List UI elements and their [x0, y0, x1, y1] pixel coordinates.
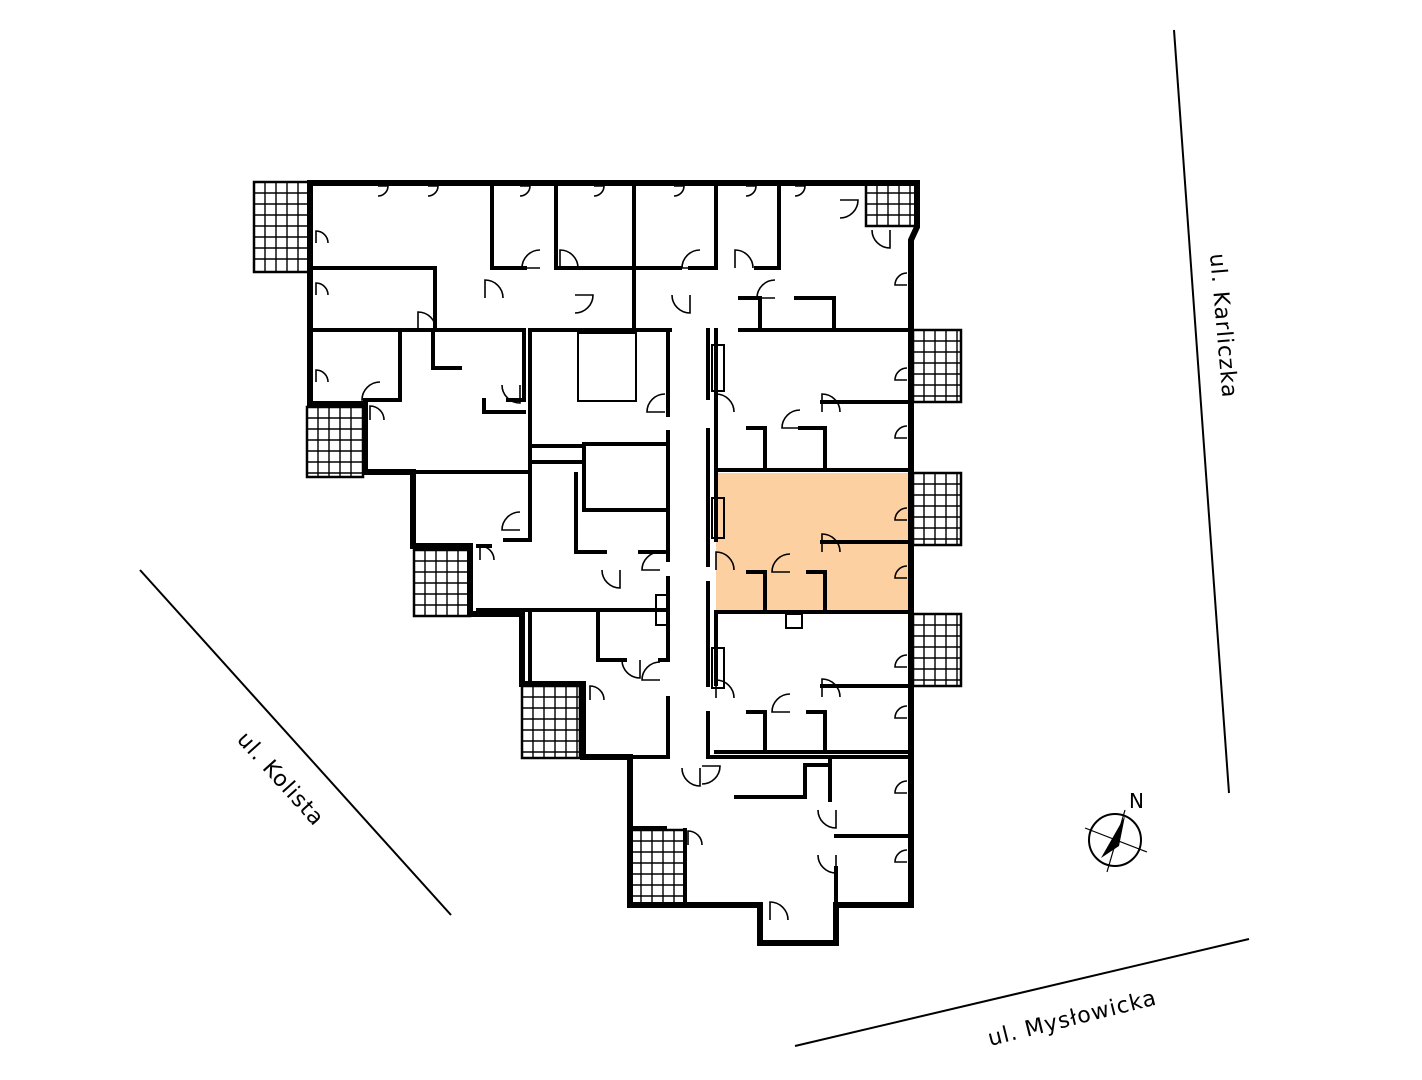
door-swing	[521, 249, 541, 269]
door-swing	[501, 384, 521, 404]
door-swing	[589, 685, 605, 701]
door-swing	[894, 425, 908, 439]
door-swing	[479, 545, 495, 561]
balcony-frame	[520, 684, 582, 760]
door-swing	[745, 185, 757, 197]
balcony-5	[520, 684, 582, 760]
door-swing	[593, 185, 605, 197]
door-swing	[771, 553, 791, 573]
street-line-karliczka	[1173, 29, 1230, 794]
door-swing	[821, 533, 841, 553]
door-swing	[681, 767, 701, 787]
door-swing	[484, 279, 504, 299]
balcony-6	[628, 828, 687, 907]
door-swing	[361, 381, 381, 401]
door-swing	[771, 693, 791, 713]
balcony-frame	[911, 612, 963, 688]
door-swing	[894, 654, 908, 668]
door-swing	[621, 659, 641, 679]
door-swing	[817, 809, 837, 829]
door-swing	[871, 229, 891, 249]
door-swing	[501, 511, 521, 531]
door-swing	[427, 185, 439, 197]
door-swing	[519, 185, 531, 197]
balcony-7	[911, 328, 963, 404]
door-swing	[377, 185, 389, 197]
compass-north-icon	[1101, 816, 1125, 858]
door-swing	[715, 551, 735, 571]
balconies	[252, 180, 963, 907]
door-swing	[894, 705, 908, 719]
street-line-kolista	[139, 569, 452, 916]
door-swing	[734, 249, 754, 269]
door-swing	[681, 249, 701, 269]
door-swing	[756, 279, 776, 299]
door-swing	[715, 393, 735, 413]
balcony-9	[911, 612, 963, 688]
door-swing	[894, 565, 908, 579]
door-swing	[369, 405, 385, 421]
door-swing	[701, 765, 721, 785]
door-swing	[315, 282, 329, 296]
door-swing	[687, 830, 703, 846]
door-swing	[794, 185, 806, 197]
door-swing	[817, 854, 837, 874]
door-swing	[641, 551, 661, 571]
street-label-kolista: ul. Kolista	[232, 727, 329, 831]
door-swing	[315, 230, 329, 244]
door-swing	[821, 678, 841, 698]
door-swing	[769, 901, 789, 921]
door-swing	[646, 393, 666, 413]
compass-ring	[1088, 813, 1142, 867]
door-swing	[315, 369, 329, 383]
balcony-frame	[252, 180, 312, 274]
balcony-8	[911, 471, 963, 547]
door-swing	[715, 679, 735, 699]
door-swing	[839, 199, 859, 219]
door-swing	[417, 311, 437, 331]
doors	[315, 185, 908, 921]
compass: N	[1084, 789, 1148, 873]
balcony-4	[412, 548, 472, 618]
door-swing	[894, 507, 908, 521]
door-swing	[821, 393, 841, 413]
street-label-karliczka: ul. Karliczka	[1204, 252, 1242, 399]
door-swing	[894, 849, 908, 863]
street-line-myslowicka	[794, 938, 1250, 1047]
compass-label: N	[1129, 789, 1144, 813]
balcony-frame	[911, 471, 963, 547]
door-swing	[894, 367, 908, 381]
door-swing	[673, 185, 685, 197]
door-swing	[641, 661, 661, 681]
door-swing	[671, 294, 691, 314]
door-swing	[894, 272, 908, 286]
balcony-1	[252, 180, 312, 274]
balcony-2	[864, 180, 920, 228]
door-swing	[894, 780, 908, 794]
balcony-3	[305, 405, 365, 479]
door-swing	[601, 569, 621, 589]
door-swing	[559, 249, 579, 269]
building-walls	[307, 180, 920, 946]
door-swing	[781, 409, 801, 429]
door-swing	[574, 294, 594, 314]
